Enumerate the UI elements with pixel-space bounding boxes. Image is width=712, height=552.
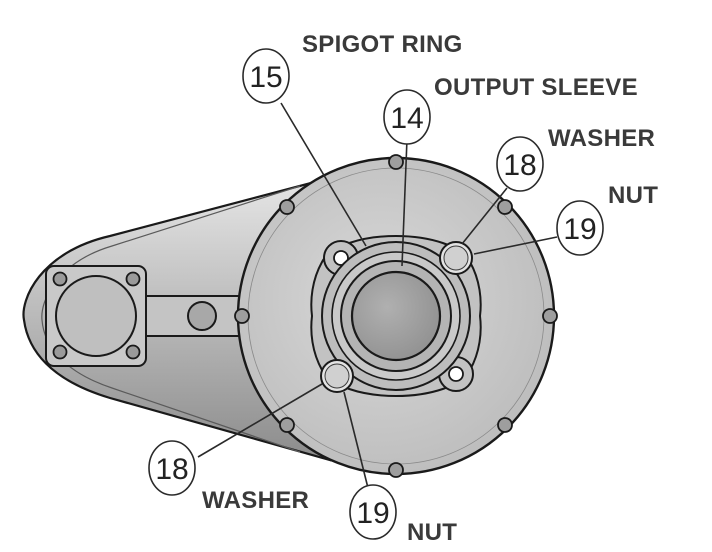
leader-line-15 [280, 102, 367, 247]
lug-hole [448, 366, 464, 382]
flange-bolt [52, 271, 68, 287]
cover-bolt [234, 308, 250, 324]
balloon-number-19: 19 [563, 213, 596, 246]
washer-nut-lower [320, 359, 354, 393]
leader-line-14 [401, 138, 408, 267]
balloon-number-19: 19 [356, 497, 389, 530]
cover-bolt [279, 199, 295, 215]
leader-lines [197, 102, 558, 489]
cover-bolt [388, 154, 404, 170]
input-flange [45, 265, 147, 367]
leader-line-19-lower [343, 391, 369, 489]
label-washer-upper: WASHER [548, 125, 655, 152]
balloon-number-14: 14 [390, 102, 423, 135]
balloon-19-lower: 19 [349, 484, 397, 540]
balloon-19-upper: 19 [556, 200, 604, 256]
label-nut-upper: NUT [608, 182, 658, 209]
cover-bolt [497, 199, 513, 215]
label-output-sleeve: OUTPUT SLEEVE [434, 74, 638, 101]
balloon-number-15: 15 [249, 61, 282, 94]
cover-bolts [234, 154, 558, 478]
plug [187, 301, 217, 331]
cover-bolt [279, 417, 295, 433]
label-nut-lower: NUT [407, 519, 457, 546]
leader-line-19-upper [473, 236, 558, 255]
leader-line-18-upper [461, 187, 508, 245]
balloon-18-upper: 18 [496, 136, 544, 192]
cover-bolt [542, 308, 558, 324]
flange-bolt [125, 271, 141, 287]
balloon-number-18: 18 [503, 149, 536, 182]
flange-bolt [125, 344, 141, 360]
balloon-15: 15 [242, 48, 290, 104]
washer-nut-upper [439, 241, 473, 275]
balloon-number-18: 18 [155, 453, 188, 486]
label-spigot-ring: SPIGOT RING [302, 31, 463, 58]
balloon-14: 14 [383, 89, 431, 145]
balloon-18-lower: 18 [148, 440, 196, 496]
connecting-bar [145, 295, 245, 337]
cover-bolt [497, 417, 513, 433]
label-washer-lower: WASHER [202, 487, 309, 514]
cover-bolt [388, 462, 404, 478]
output-sleeve [340, 260, 452, 372]
flange-bolt [52, 344, 68, 360]
leader-line-18-lower [197, 383, 323, 458]
